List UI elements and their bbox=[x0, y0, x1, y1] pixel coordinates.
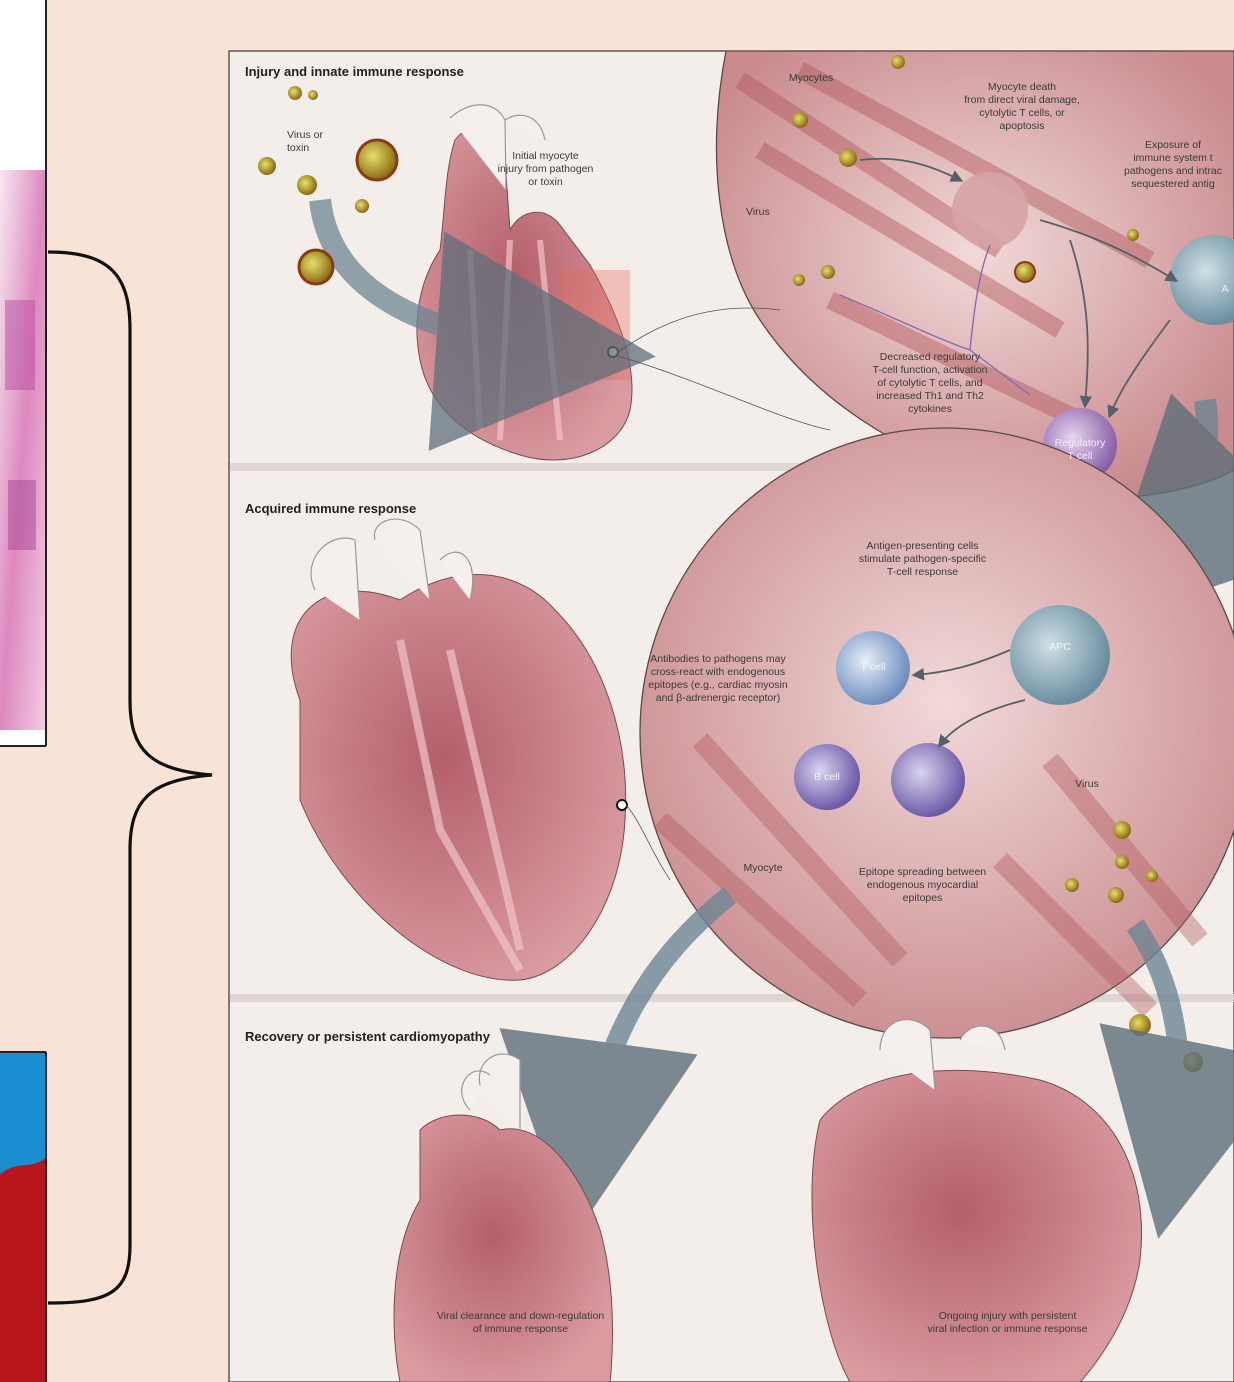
t-cell-label: T cell bbox=[853, 661, 893, 674]
antibodies-label: Antibodies to pathogens may cross-react … bbox=[612, 653, 824, 705]
ongoing-injury-label: Ongoing injury with persistent viral inf… bbox=[880, 1310, 1135, 1336]
viral-clearance-label: Viral clearance and down-regulation of i… bbox=[393, 1310, 648, 1336]
myocyte-death-label: Myocyte death from direct viral damage, … bbox=[927, 81, 1117, 133]
exposure-label: Exposure of immune system t pathogens an… bbox=[1112, 139, 1234, 191]
apc-cell-panel2 bbox=[1010, 605, 1110, 705]
initial-injury-label: Initial myocyte injury from pathogen or … bbox=[473, 150, 618, 189]
apc-partial-label: A bbox=[1216, 283, 1234, 296]
b-cell-label: B cell bbox=[807, 771, 847, 784]
myocyte-label-panel2: Myocyte bbox=[728, 862, 798, 875]
trichrome-image-bottom bbox=[0, 1052, 46, 1382]
histology-image-top bbox=[0, 0, 46, 746]
apoptotic-cluster bbox=[952, 172, 1028, 248]
epitope-spreading-label: Epitope spreading between endogenous myo… bbox=[825, 866, 1020, 905]
virus-toxin-label: Virus or toxin bbox=[287, 129, 357, 155]
panel-title-recovery: Recovery or persistent cardiomyopathy bbox=[245, 1029, 490, 1044]
injury-site-marker bbox=[608, 347, 618, 357]
myocytes-label: Myocytes bbox=[776, 72, 846, 85]
virus-label-panel2: Virus bbox=[1067, 778, 1107, 791]
panel-title-acquired: Acquired immune response bbox=[245, 501, 416, 516]
panel-title-injury: Injury and innate immune response bbox=[245, 64, 464, 79]
regulatory-t-cell-label: Regulatory T cell bbox=[1040, 437, 1120, 463]
b-cell-right bbox=[891, 743, 965, 817]
apc-stimulate-label: Antigen-presenting cells stimulate patho… bbox=[820, 540, 1025, 579]
decreased-regulatory-label: Decreased regulatory T-cell function, ac… bbox=[835, 351, 1025, 416]
apc-label: APC bbox=[1040, 641, 1080, 654]
panel2-site-marker bbox=[617, 800, 627, 810]
curly-brace bbox=[48, 252, 212, 1303]
virus-label-panel1: Virus bbox=[746, 206, 796, 219]
